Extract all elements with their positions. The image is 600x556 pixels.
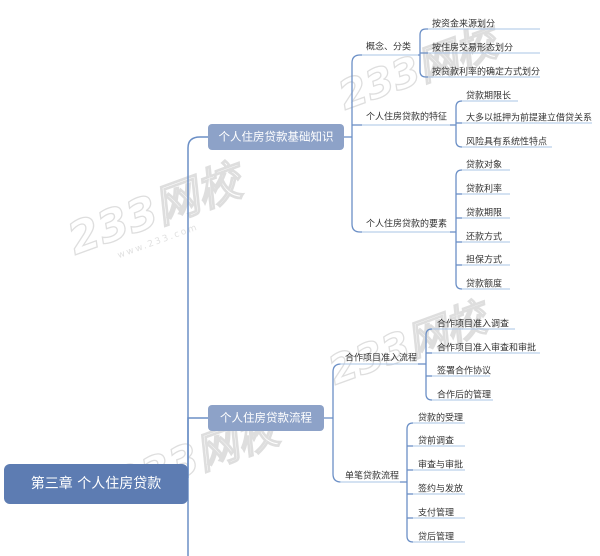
branch-connector	[455, 282, 463, 290]
leaf-node[interactable]: 贷款期限长	[466, 90, 511, 102]
branch-connector	[425, 393, 433, 401]
leaf-node-label: 按贷款利率的确定方式划分	[432, 66, 540, 78]
leaf-node[interactable]: 贷前调查	[418, 435, 454, 447]
leaf-node[interactable]: 签约与发放	[418, 483, 463, 495]
leaf-node-label: 贷款期限长	[466, 90, 511, 102]
sub-node-label: 个人住房贷款的要素	[366, 218, 447, 230]
root-connector	[187, 136, 208, 478]
branch-node-box	[208, 124, 344, 150]
sub-node[interactable]: 合作项目准入流程	[345, 352, 417, 364]
branch-connector	[419, 28, 428, 36]
branch-connector	[419, 70, 428, 78]
leaf-node[interactable]: 支付管理	[418, 507, 454, 519]
leaf-node-label: 签约与发放	[418, 483, 463, 495]
root-node[interactable]: 第三章 个人住房贷款	[4, 464, 188, 504]
leaf-node[interactable]: 大多以抵押为前提建立借贷关系	[466, 112, 592, 124]
leaf-node-label: 贷款期限	[466, 207, 502, 219]
branch-connector	[406, 535, 414, 543]
leaf-node[interactable]: 按资金来源划分	[432, 18, 495, 30]
leaf-node[interactable]: 担保方式	[466, 254, 502, 266]
leaf-node-label: 合作项目准入审查和审批	[437, 342, 536, 354]
root-node-label: 第三章 个人住房贷款	[31, 475, 161, 492]
sub-node[interactable]: 概念、分类	[366, 41, 411, 53]
leaf-node-label: 担保方式	[466, 254, 502, 266]
leaf-node-label: 合作项目准入调查	[437, 318, 509, 330]
leaf-node[interactable]: 贷款利率	[466, 183, 502, 195]
branch-connector	[455, 100, 463, 108]
leaf-node-label: 还款方式	[466, 231, 502, 243]
leaf-node-label: 按住房交易形态划分	[432, 42, 513, 54]
leaf-node-label: 贷款额度	[466, 278, 502, 290]
leaf-node[interactable]: 贷款额度	[466, 278, 502, 290]
leaf-node-label: 大多以抵押为前提建立借贷关系	[466, 112, 592, 124]
leaf-node[interactable]: 贷款期限	[466, 207, 502, 219]
branch-connector	[455, 169, 463, 177]
sub-node-label: 单笔贷款流程	[345, 470, 399, 482]
branch-connector	[351, 223, 362, 233]
branch-node[interactable]: 个人住房贷款流程	[208, 405, 324, 431]
connector-lines	[187, 28, 592, 556]
leaf-node-label: 贷款利率	[466, 183, 502, 195]
leaf-node-label: 贷后管理	[418, 531, 454, 543]
root-connector	[187, 417, 208, 478]
sub-node[interactable]: 单笔贷款流程	[345, 470, 399, 482]
branch-node-label: 个人住房贷款基础知识	[219, 130, 334, 144]
sub-node-label: 概念、分类	[366, 41, 411, 53]
leaf-node[interactable]: 贷款对象	[466, 159, 502, 171]
branch-connector	[425, 328, 433, 336]
leaf-node[interactable]: 审查与审批	[418, 459, 463, 471]
leaf-node[interactable]: 贷款的受理	[418, 412, 463, 424]
leaf-node-label: 贷款的受理	[418, 412, 463, 424]
branch-connector	[351, 54, 362, 64]
leaf-node[interactable]: 还款方式	[466, 231, 502, 243]
leaf-node-label: 签署合作协议	[437, 365, 491, 377]
leaf-node-label: 支付管理	[418, 507, 454, 519]
leaf-node[interactable]: 签署合作协议	[437, 365, 491, 377]
leaf-node-label: 贷款对象	[466, 159, 502, 171]
leaf-node[interactable]: 合作项目准入审查和审批	[437, 342, 536, 354]
leaf-node-label: 按资金来源划分	[432, 18, 495, 30]
root-node-box	[4, 464, 188, 504]
sub-node[interactable]: 个人住房贷款的要素	[366, 218, 447, 230]
watermark-text: 233网校	[61, 154, 254, 266]
leaf-node[interactable]: 风险具有系统性特点	[466, 136, 547, 148]
leaf-node[interactable]: 按住房交易形态划分	[432, 42, 513, 54]
leaf-node[interactable]: 贷后管理	[418, 531, 454, 543]
sub-node-label: 个人住房贷款的特征	[366, 111, 447, 123]
sub-node[interactable]: 个人住房贷款的特征	[366, 111, 447, 123]
branch-node-label: 个人住房贷款流程	[220, 411, 312, 425]
branch-node-box	[208, 405, 324, 431]
branch-connector	[332, 473, 342, 483]
leaf-node-label: 合作后的管理	[437, 389, 491, 401]
branch-node[interactable]: 个人住房贷款基础知识	[208, 124, 344, 150]
leaf-node[interactable]: 合作项目准入调查	[437, 318, 509, 330]
leaf-node-label: 风险具有系统性特点	[466, 136, 547, 148]
leaf-node-label: 贷前调查	[418, 435, 454, 447]
leaf-node[interactable]: 合作后的管理	[437, 389, 491, 401]
branch-connector	[455, 140, 463, 148]
leaf-node[interactable]: 按贷款利率的确定方式划分	[432, 66, 540, 78]
sub-node-label: 合作项目准入流程	[345, 352, 417, 364]
branch-connector	[406, 422, 414, 430]
leaf-node-label: 审查与审批	[418, 459, 463, 471]
